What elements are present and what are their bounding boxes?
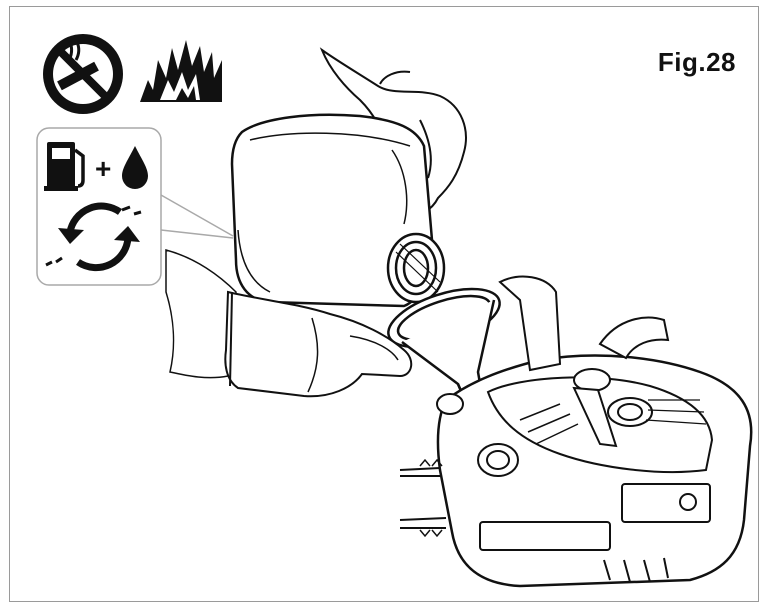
no-smoking-icon [43,34,123,114]
canister-spout [388,234,444,302]
mix-plus-sign: + [95,153,111,184]
flame-icon [140,40,222,102]
